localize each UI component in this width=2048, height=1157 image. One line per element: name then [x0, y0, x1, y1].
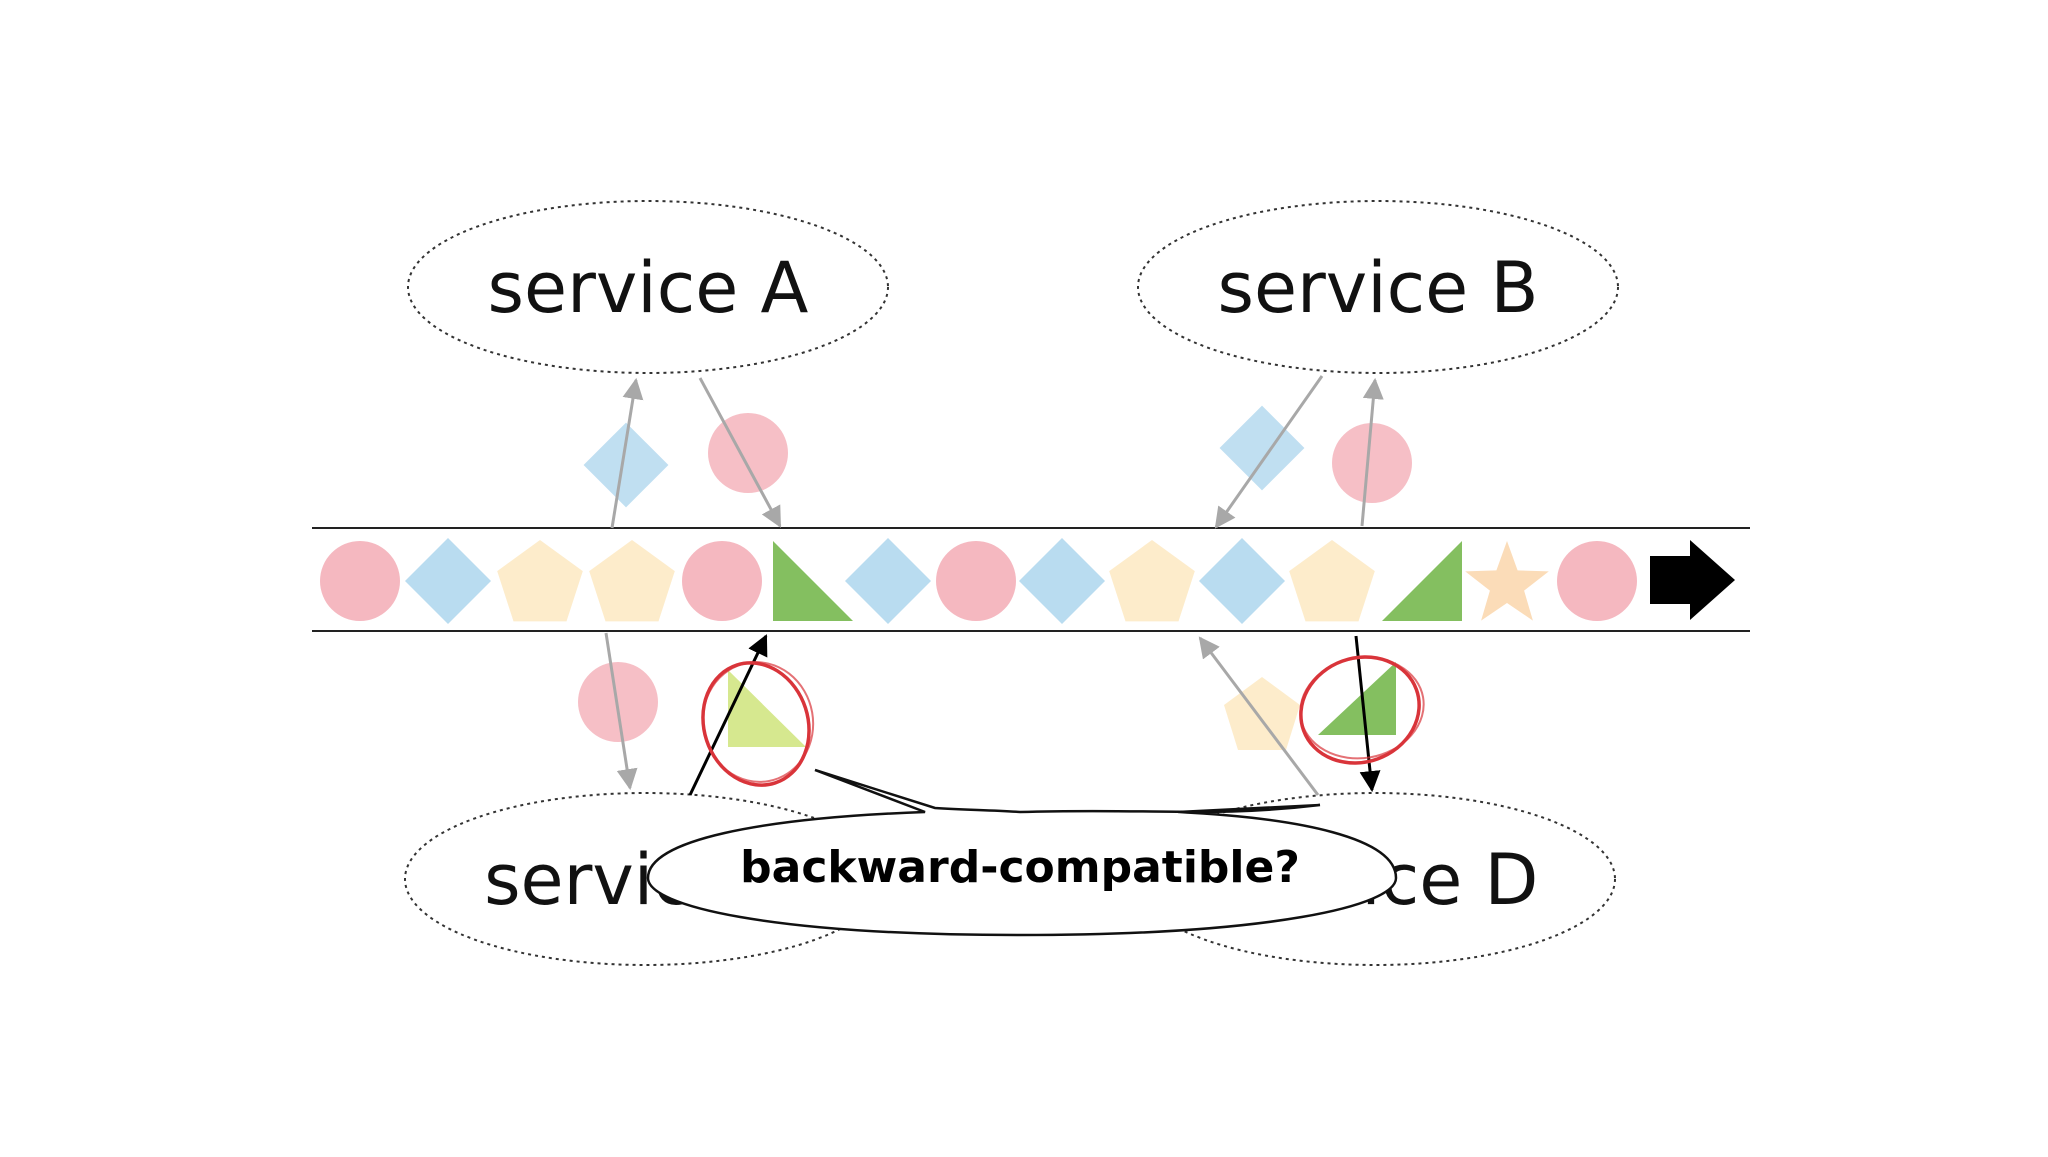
- stream-item-triangle: [1382, 541, 1462, 621]
- pentagon-event-from-service-d: [1224, 677, 1300, 750]
- triangle-event-to-service-d: [1318, 662, 1396, 735]
- stream-item-diamond: [1019, 538, 1105, 624]
- circle-event-to-service-b: [1332, 423, 1412, 503]
- stream-item-diamond: [1199, 538, 1285, 624]
- arrow-service-d-to-stream: [1198, 636, 1320, 796]
- stream-item-triangle: [773, 541, 853, 621]
- stream-item-pentagon: [1289, 540, 1375, 622]
- stream-item-circle: [1557, 541, 1637, 621]
- service-b-label: service B: [1217, 247, 1538, 329]
- diamond-event-to-service-a: [583, 422, 669, 508]
- arrow-service-b-to-stream: [1214, 375, 1324, 529]
- callout-text: backward-compatible?: [740, 842, 1300, 893]
- stream-item-star: [1465, 541, 1549, 621]
- stream-item-circle: [936, 541, 1016, 621]
- callout-bubble: [646, 768, 1398, 937]
- arrow-stream-to-service-c: [604, 632, 638, 791]
- highlight-ring-right-2: [1299, 656, 1425, 760]
- stream-items: [320, 538, 1637, 624]
- service-a-ellipse: [407, 200, 889, 374]
- stream-item-pentagon: [589, 540, 675, 622]
- stream-direction-arrow-icon: [1650, 540, 1735, 620]
- highlight-ring-left-2: [701, 661, 815, 783]
- service-b-ellipse: [1137, 200, 1619, 374]
- stream-item-pentagon: [1109, 540, 1195, 622]
- stream-item-diamond: [845, 538, 931, 624]
- stream-item-pentagon: [497, 540, 583, 622]
- stream-item-circle: [320, 541, 400, 621]
- arrow-stream-to-service-d: [1354, 635, 1381, 793]
- light-triangle-event-from-service-c: [728, 670, 806, 747]
- service-a-label: service A: [488, 247, 809, 329]
- stream-item-circle: [682, 541, 762, 621]
- circle-event-from-service-a: [708, 413, 788, 493]
- arrow-service-a-to-stream: [698, 377, 782, 528]
- stream-item-diamond: [405, 538, 491, 624]
- arrow-stream-to-service-b: [1360, 377, 1384, 527]
- arrow-stream-to-service-a: [610, 377, 644, 529]
